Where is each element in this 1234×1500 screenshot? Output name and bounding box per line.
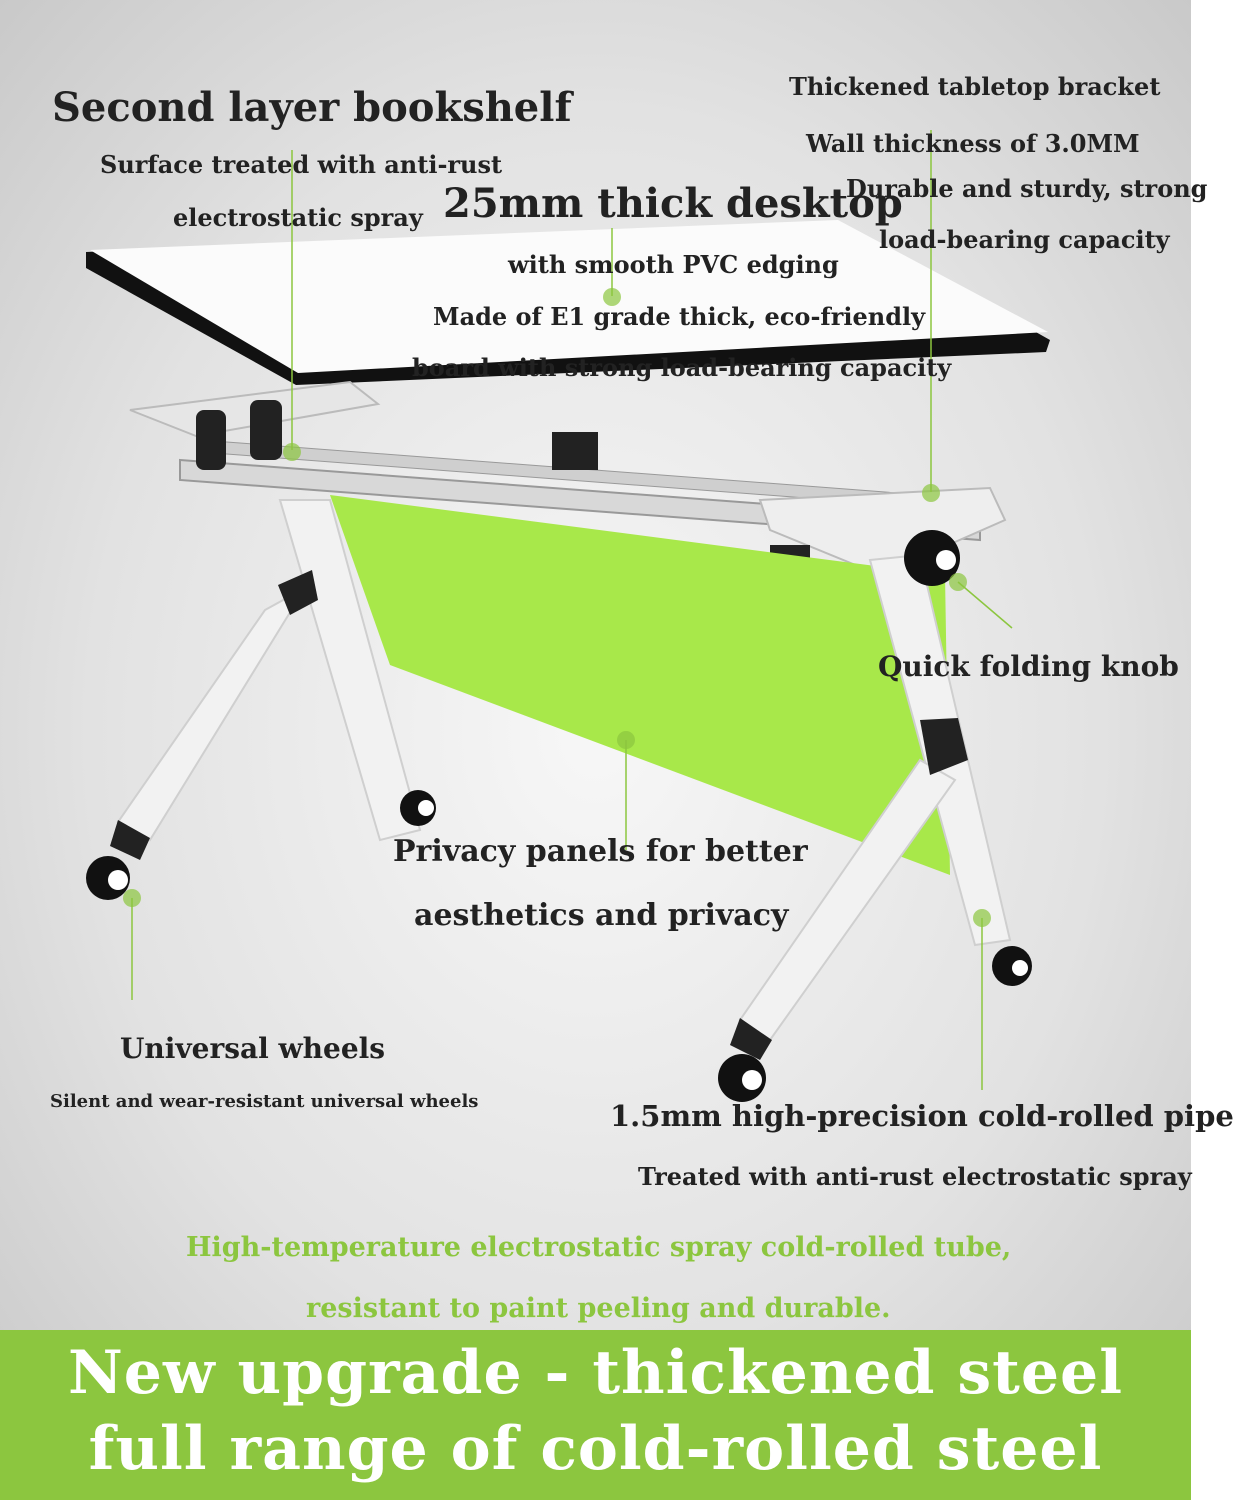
wheels bbox=[86, 790, 1032, 1102]
bookshelf-desc-2: electrostatic spray bbox=[173, 203, 423, 232]
folding-table-illustration bbox=[86, 130, 1050, 1102]
pipe-title: 1.5mm high-precision cold-rolled pipe bbox=[610, 1099, 1234, 1133]
wheels-desc: Silent and wear-resistant universal whee… bbox=[50, 1091, 479, 1112]
wheels-title: Universal wheels bbox=[120, 1032, 386, 1065]
desktop-desc-2: Made of E1 grade thick, eco-friendly bbox=[433, 302, 926, 331]
bracket-desc-3: load-bearing capacity bbox=[879, 225, 1170, 254]
callout-dots bbox=[123, 288, 991, 927]
privacy-panel bbox=[330, 495, 950, 875]
bracket-title: Thickened tabletop bracket bbox=[789, 72, 1161, 101]
bracket-desc-2: Durable and sturdy, strong bbox=[846, 174, 1208, 203]
banner-line-1: New upgrade - thickened steel bbox=[67, 1338, 1124, 1408]
folding-knob bbox=[904, 530, 960, 586]
bracket-frame bbox=[129, 380, 1007, 585]
desktop-desc-3: board with strong load-bearing capacity bbox=[412, 353, 952, 382]
callout-lines bbox=[131, 130, 1013, 1090]
bracket-desc-1: Wall thickness of 3.0MM bbox=[806, 129, 1140, 158]
panel-desc-2: aesthetics and privacy bbox=[414, 898, 789, 933]
tube-note-2: resistant to paint peeling and durable. bbox=[306, 1293, 891, 1324]
knob-title: Quick folding knob bbox=[878, 650, 1179, 683]
tube-note-1: High-temperature electrostatic spray col… bbox=[186, 1232, 1012, 1263]
bookshelf-desc-1: Surface treated with anti-rust bbox=[100, 150, 503, 179]
promo-banner: New upgrade - thickened steel full range… bbox=[0, 1330, 1191, 1500]
bookshelf-title: Second layer bookshelf bbox=[52, 84, 572, 131]
desktop-title: 25mm thick desktop bbox=[443, 180, 903, 227]
pipe-desc: Treated with anti-rust electrostatic spr… bbox=[638, 1162, 1192, 1191]
banner-line-2: full range of cold-rolled steel bbox=[88, 1414, 1103, 1484]
desktop-desc-1: with smooth PVC edging bbox=[508, 250, 839, 279]
tabletop bbox=[86, 220, 1050, 385]
legs bbox=[110, 499, 1012, 1060]
panel-desc-1: Privacy panels for better bbox=[393, 834, 808, 869]
